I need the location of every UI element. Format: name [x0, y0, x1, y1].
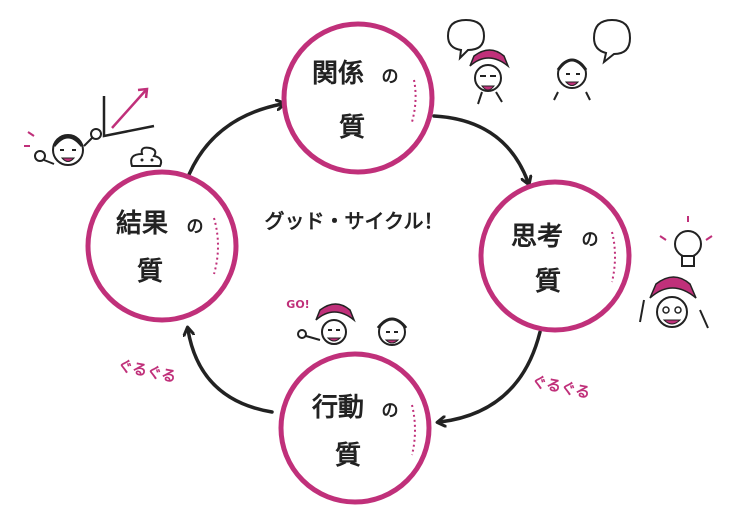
node-thinking-label: 思考: [511, 222, 563, 252]
arrow-action-to-result: [188, 330, 274, 414]
growth-chart-icon: [102, 87, 155, 138]
loop-label-right: ぐるぐる: [530, 372, 592, 402]
cheering-person-icon: [24, 128, 102, 166]
arrow-thinking-to-action: [440, 330, 542, 422]
node-action-quality: 行動 の 質: [278, 351, 432, 505]
arrow-relationship-to-thinking: [432, 114, 528, 182]
node-result-quality: 結果 の 質: [85, 169, 239, 323]
center-cycle-label: グッド・サイクル！: [265, 209, 444, 233]
node-relationship-label: 関係: [312, 59, 364, 89]
node-result-no: の: [187, 217, 204, 237]
speech-bubble-icon: [592, 18, 632, 65]
node-relationship-quality: 関係 の 質: [281, 21, 435, 175]
poop-icon: [130, 146, 163, 167]
person-with-hat-icon: [639, 276, 709, 329]
node-action-label: 行動: [311, 392, 364, 423]
lightbulb-icon: [659, 216, 713, 267]
node-thinking-quality: 思考 の 質: [478, 179, 632, 333]
speech-bubble-icon: [446, 18, 486, 61]
person-icon: [553, 58, 591, 101]
person-icon: [376, 317, 408, 346]
go-label: GO!: [286, 298, 309, 311]
loop-label-left: ぐるぐる: [116, 356, 178, 386]
node-relationship-quality-char: 質: [339, 113, 365, 143]
node-thinking-no: の: [582, 230, 599, 250]
arrow-result-to-relationship: [184, 104, 282, 184]
node-action-no: の: [382, 401, 399, 421]
node-result-quality-char: 質: [137, 257, 163, 287]
node-thinking-quality-char: 質: [535, 267, 561, 297]
person-with-hat-icon: [469, 49, 510, 105]
node-result-label: 結果: [116, 208, 168, 239]
node-relationship-no: の: [382, 67, 399, 87]
node-action-quality-char: 質: [335, 441, 361, 471]
person-with-hat-icon: [297, 303, 356, 345]
